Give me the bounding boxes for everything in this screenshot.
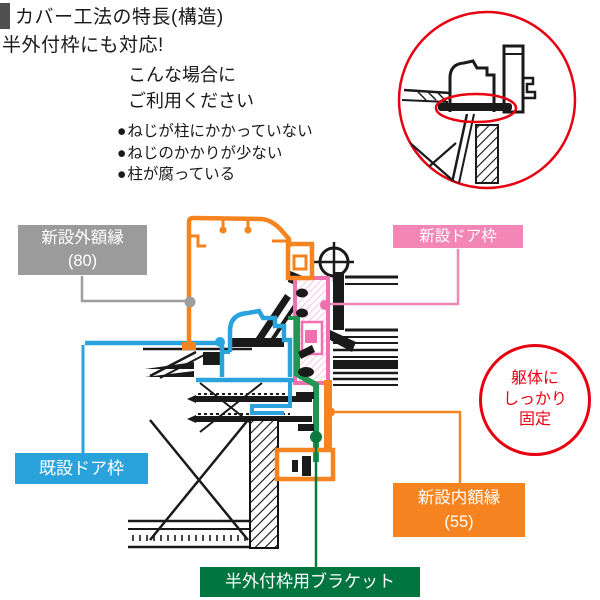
usage-heading-line1: こんな場合に (128, 65, 236, 85)
bullet-text: ねじのかかりが少ない (127, 144, 283, 162)
dot-bracket (310, 431, 322, 443)
inner-casing-detail (292, 456, 311, 476)
label-existing-door-frame: 既設ドア枠 (15, 453, 148, 484)
page-title: カバー工法の特長(構造) (15, 7, 224, 28)
title-accent-bar (0, 3, 10, 29)
bullet-list: ●ねじが柱にかかっていない ●ねじのかかりが少ない ●柱が腐っている (117, 121, 313, 186)
bracket-profile (288, 316, 319, 462)
stamp-line: 固定 (518, 411, 551, 429)
fixed-to-structure-stamp: 躯体に しっかり 固定 (479, 344, 591, 456)
existing-door-frame-profile (85, 308, 294, 415)
highlight-ellipse (434, 92, 518, 124)
bullet-item: ●柱が腐っている (117, 164, 313, 186)
stamp-line: しっかり (502, 390, 567, 408)
dot-existing-door-frame (215, 337, 225, 347)
label-line: 既設ドア枠 (39, 459, 124, 478)
gasket-details (296, 288, 315, 431)
label-line: 新設ドア枠 (419, 228, 497, 245)
dot-new-door-frame (320, 300, 330, 310)
leader-lines (80, 249, 462, 567)
bullet-item: ●ねじが柱にかかっていない (117, 121, 313, 143)
detail-circle (397, 10, 577, 190)
dot-inner-casing (325, 407, 335, 417)
outer-casing-profile (182, 215, 315, 350)
leader-new-door-frame (330, 249, 460, 306)
label-new-inner-casing: 新設内額縁 (55) (393, 483, 525, 537)
bullet-item: ●ねじのかかりが少ない (117, 143, 313, 165)
fixing-screw-upper (187, 393, 312, 403)
leader-outer-casing (80, 276, 186, 303)
wood-column (249, 419, 279, 549)
label-new-outer-casing: 新設外額縁 (80) (18, 225, 147, 275)
bullet-text: 柱が腐っている (127, 166, 236, 183)
leader-inner-casing (335, 410, 462, 483)
bullet-icon: ● (117, 166, 127, 183)
page-subtitle: 半外付枠にも対応! (2, 35, 164, 56)
dot-outer-casing (184, 296, 196, 308)
label-line: 新設内額縁 (417, 489, 501, 507)
usage-heading-line2: ご利用ください (128, 91, 254, 111)
label-line: (55) (444, 513, 474, 531)
base-linework (128, 242, 398, 549)
label-bracket: 半外付枠用ブラケット (200, 567, 420, 597)
bullet-icon: ● (117, 123, 127, 140)
bullet-icon: ● (117, 144, 127, 162)
usage-heading: こんな場合に ご利用ください (128, 62, 254, 114)
label-line: 半外付枠用ブラケット (225, 572, 395, 591)
stamp-line: 躯体に (510, 370, 559, 388)
bullet-text: ねじが柱にかかっていない (127, 123, 313, 140)
label-line: 新設外額縁 (41, 229, 124, 247)
label-new-door-frame: 新設ドア枠 (393, 225, 523, 248)
label-line: (80) (67, 252, 98, 270)
